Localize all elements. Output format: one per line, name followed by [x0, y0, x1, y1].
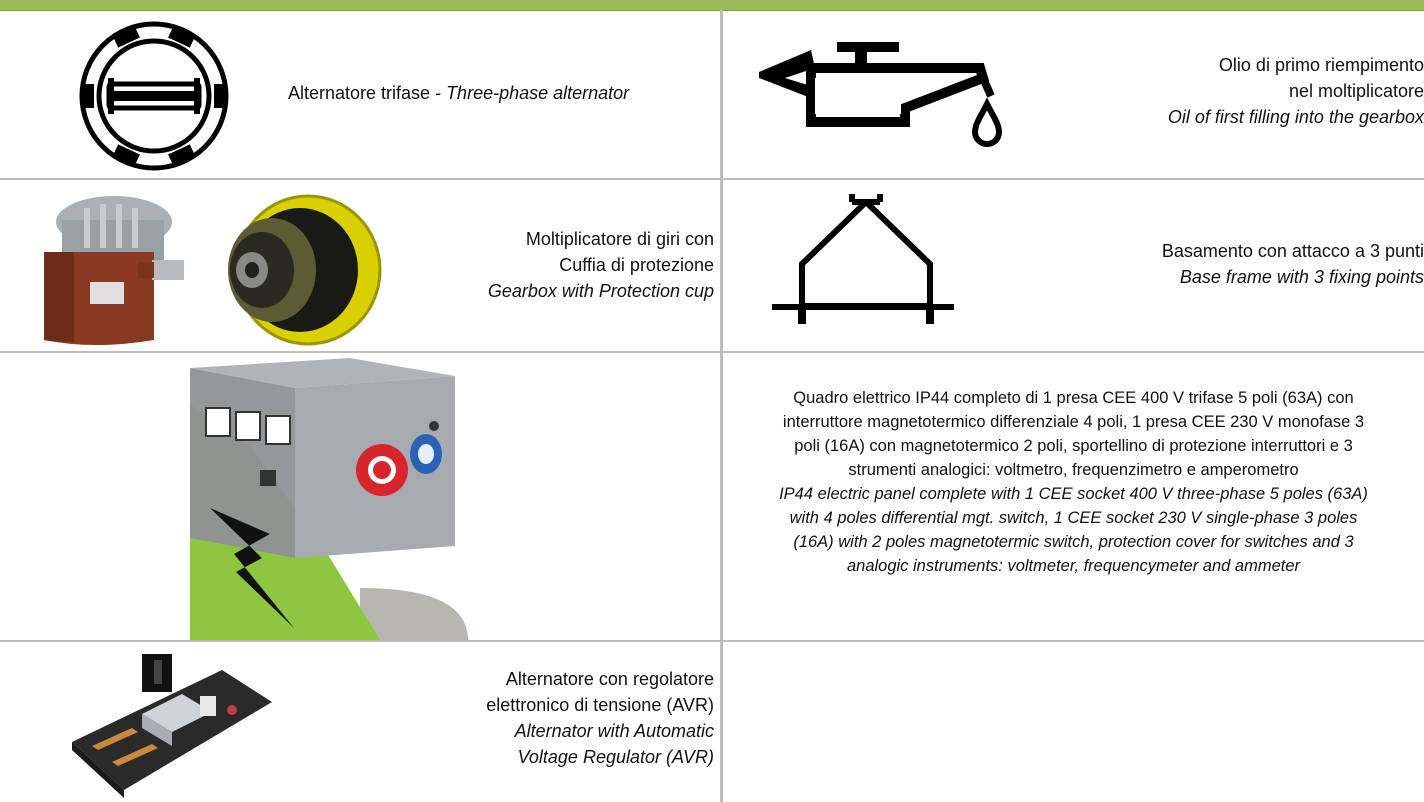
alternator-text-it: Alternatore trifase -: [288, 83, 447, 103]
panel-line-it-3: poli (16A) con magnetotermico 2 poli, sp…: [794, 437, 1353, 455]
row-divider: [0, 178, 1424, 180]
column-divider: [720, 642, 723, 802]
base-frame-icon: [768, 188, 958, 338]
panel-line-en-1: IP44 electric panel complete with 1 CEE …: [779, 485, 1368, 503]
base-frame-line-it: Basamento con attacco a 3 punti: [1161, 241, 1424, 261]
panel-line-en-4: analogic instruments: voltmeter, frequen…: [846, 557, 1301, 575]
panel-line-en-3: (16A) with 2 poles magnetotermic switch,…: [793, 533, 1354, 551]
avr-text: Alternatore con regolatore elettronico d…: [300, 666, 714, 770]
electric-panel-image: [190, 358, 468, 640]
panel-line-en-2: with 4 poles differential mgt. switch, 1…: [789, 509, 1358, 527]
protection-cup-image: [208, 190, 384, 346]
column-divider: [720, 353, 723, 640]
avr-line-it-1: Alternatore con regolatore: [505, 669, 714, 689]
column-divider: [720, 10, 723, 178]
oil-can-icon: [755, 38, 1005, 158]
gearbox-line-en: Gearbox with Protection cup: [487, 281, 714, 301]
oil-line-1: Olio di primo riempimento: [1218, 55, 1424, 75]
row-divider: [0, 640, 1424, 642]
panel-line-it-4: strumenti analogici: voltmetro, frequenz…: [848, 461, 1299, 479]
avr-line-it-2: elettronico di tensione (AVR): [486, 695, 714, 715]
panel-line-it-1: Quadro elettrico IP44 completo di 1 pres…: [793, 389, 1354, 407]
gearbox-text: Moltiplicatore di giri con Cuffia di pro…: [220, 226, 714, 304]
row-divider: [0, 351, 1424, 353]
avr-board-image: [72, 650, 272, 798]
alternator-icon: [78, 20, 230, 172]
panel-text: Quadro elettrico IP44 completo di 1 pres…: [723, 386, 1424, 578]
base-frame-text: Basamento con attacco a 3 punti Base fra…: [864, 238, 1424, 290]
alternator-text-en: Three-phase alternator: [446, 83, 630, 103]
gearbox-line-2: Cuffia di protezione: [559, 255, 714, 275]
gearbox-image: [34, 190, 184, 350]
avr-line-en-1: Alternator with Automatic: [514, 721, 714, 741]
oil-text: Olio di primo riempimento nel moltiplica…: [904, 52, 1424, 130]
base-frame-line-en: Base frame with 3 fixing points: [1179, 267, 1424, 287]
oil-line-en: Oil of first filling into the gearbox: [1167, 107, 1424, 127]
oil-line-2: nel moltiplicatore: [1288, 81, 1424, 101]
column-divider: [720, 180, 723, 351]
gearbox-line-1: Moltiplicatore di giri con: [525, 229, 714, 249]
avr-line-en-2: Voltage Regulator (AVR): [517, 747, 714, 767]
panel-line-it-2: interruttore magnetotermico differenzial…: [782, 413, 1365, 431]
alternator-text: Alternatore trifase - Three-phase altern…: [288, 80, 629, 106]
header-bar: [0, 0, 1424, 11]
